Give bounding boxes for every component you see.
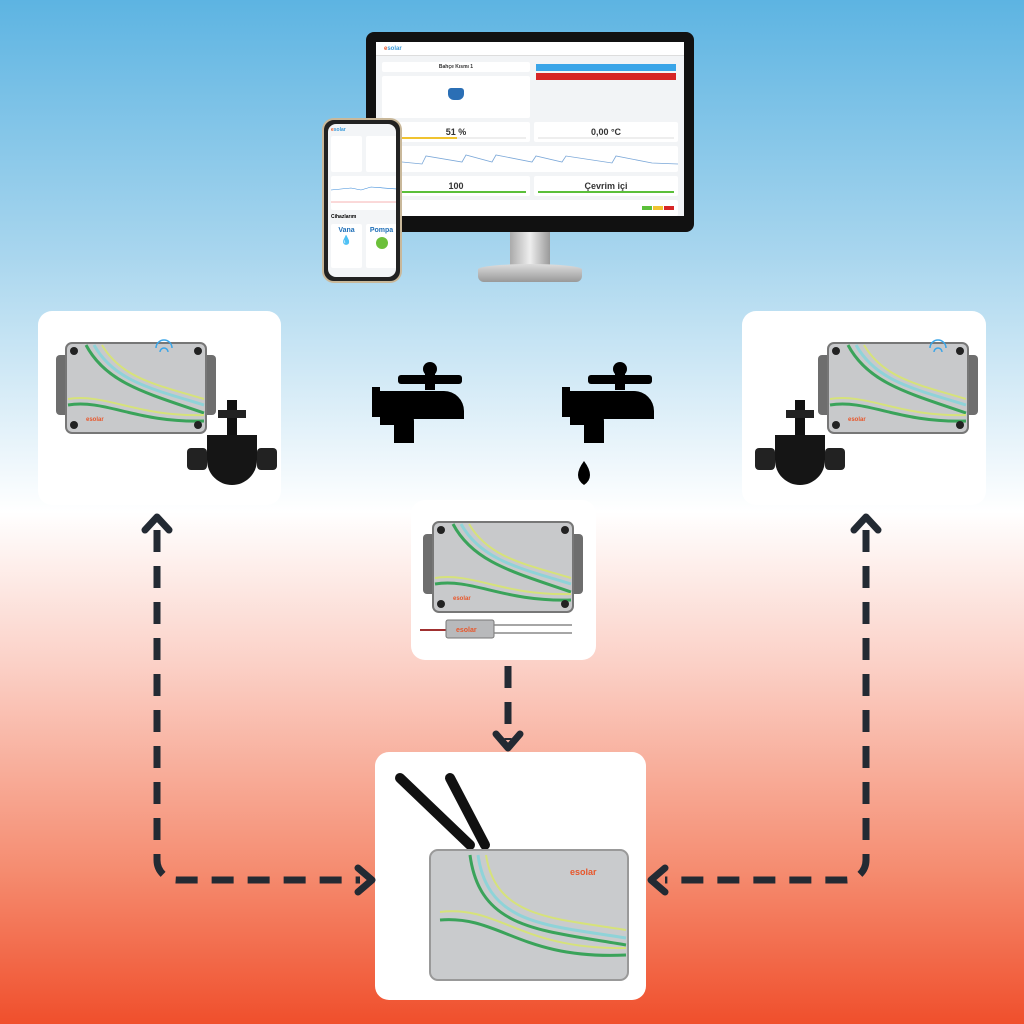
dashboard-screen: esolar Bahçe Kısmı 1 51 % 0,00 °C 100 Çe… [376,42,684,216]
danger-button[interactable] [536,73,676,80]
alerts-panel [382,200,678,216]
humidity-card: 51 % [382,122,530,142]
page-title: Bahçe Kısmı 1 [382,62,530,72]
monitor-base [478,264,582,282]
soil-sensor-controller [421,520,585,614]
water-drops-icon: 💧 [340,235,353,245]
valve-controller-left [54,341,218,435]
signal-value: 100 [448,181,464,191]
brand-logo: esolar [331,127,346,133]
humidity-bar [386,137,458,139]
signal-card: 100 [382,176,530,196]
pump-icon [375,237,388,249]
faucet-icon [372,362,464,443]
svg-text:esolar: esolar [570,867,597,877]
temperature-card: 0,00 °C [534,122,678,142]
status-value: Çevrim içi [584,181,628,191]
device-card-pump[interactable]: Pompa [366,224,396,268]
pot-icon [448,88,464,100]
smartphone: esolar Cihazlarım Vana 💧 Pompa [322,118,402,283]
monitor-stand [510,232,550,266]
antenna-icon [445,773,490,850]
gateway-device: esolar [395,773,629,981]
dashboard-navbar: esolar [376,42,684,56]
connection-arrows [153,530,870,884]
chart-panel [381,146,679,172]
primary-button[interactable] [536,64,676,71]
line-chart [381,154,679,165]
wifi-icon [155,339,173,353]
brand-logo: esolar [384,45,402,52]
svg-text:esolar: esolar [456,627,477,634]
device-label: Pompa [369,227,394,234]
device-image-panel [382,76,530,118]
device-label: Vana [338,227,355,234]
phone-screen: esolar Cihazlarım Vana 💧 Pompa [328,124,396,277]
arrow-right [665,530,870,884]
arrow-left [153,530,360,884]
device-card-valve[interactable]: Vana 💧 [331,224,362,268]
soil-probe: esolar [420,619,572,639]
wifi-icon [929,339,947,353]
temperature-value: 0,00 °C [590,127,622,137]
faucet-drip-icon [562,362,654,485]
humidity-value: 51 % [445,127,467,137]
antenna-icon [395,773,475,850]
status-card: Çevrim içi [534,176,678,196]
desktop-monitor: esolar Bahçe Kısmı 1 51 % 0,00 °C 100 Çe… [366,32,694,232]
section-title: Cihazlarım [331,214,357,220]
valve-controller-right [816,341,980,435]
